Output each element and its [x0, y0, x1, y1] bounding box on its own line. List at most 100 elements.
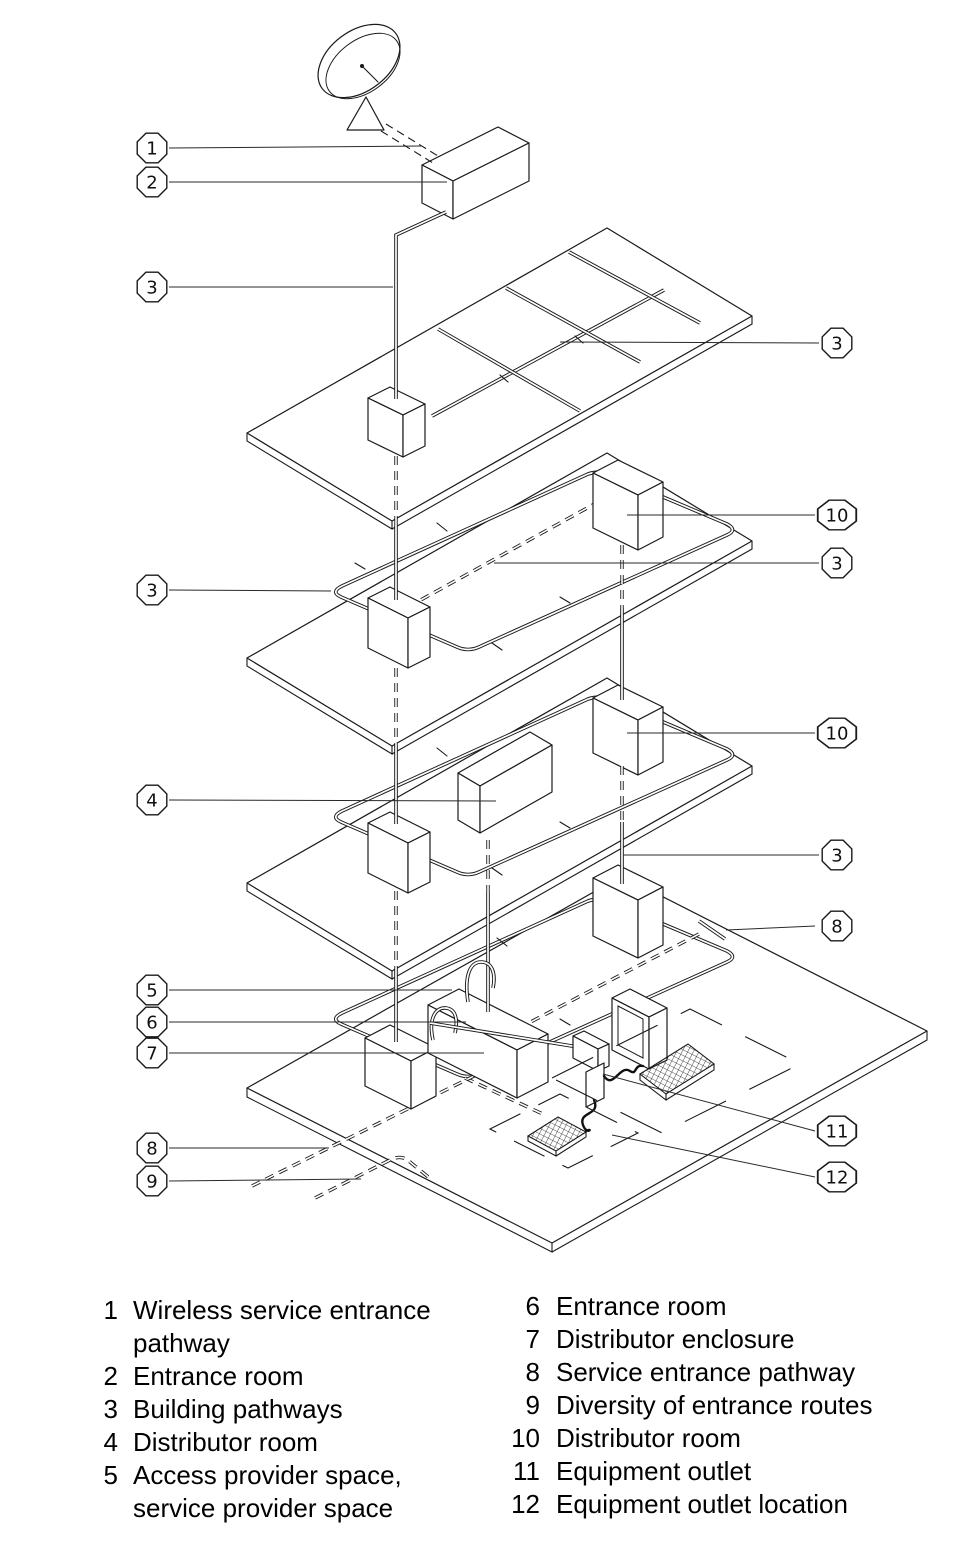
legend-number: 7: [525, 1324, 540, 1354]
pathway-box-ground-right: [592, 864, 664, 959]
floor-slab-2: [246, 452, 753, 755]
legend-item-9: 9 Diversity of entrance routes: [500, 1389, 976, 1422]
callout-11: 11: [816, 1115, 858, 1147]
callout-1: 1: [136, 132, 168, 164]
antenna-stand: [346, 96, 385, 131]
legend-item-10: 10 Distributor room: [500, 1422, 976, 1455]
pathway-box-floor3-left: [367, 811, 431, 894]
entrance-room-top-box: [421, 126, 530, 220]
callout-8-entry: 8: [821, 910, 853, 942]
distributor-room-box-floor2: [592, 459, 664, 551]
patch-cable-1: [602, 1064, 645, 1082]
legend-label: Wireless service entrance pathway: [133, 1295, 431, 1358]
legend-label: Equipment outlet location: [556, 1489, 848, 1519]
wireless-entrance-pathway: [380, 123, 439, 164]
leader-lines: [168, 145, 820, 1182]
legend-item-3: 3 Building pathways: [92, 1393, 433, 1426]
svg-text:10: 10: [826, 506, 849, 527]
computer-monitor: [611, 988, 668, 1070]
satellite-dish: [317, 23, 401, 131]
building-pathways-floor2-ring: [333, 470, 735, 652]
legend-label: Distributor room: [133, 1427, 318, 1457]
legend-item-11: 11 Equipment outlet: [500, 1455, 976, 1488]
isometric-building-diagram: 1 2 3 3 4 5 6 7 8 9 3 10: [136, 23, 928, 1253]
legend-label: Building pathways: [133, 1394, 343, 1424]
legend-number: 2: [103, 1361, 118, 1391]
legend-label: Entrance room: [556, 1291, 727, 1321]
entrance-room-ground-box: [427, 988, 549, 1099]
svg-text:3: 3: [831, 554, 842, 575]
svg-text:3: 3: [146, 581, 157, 602]
svg-text:10: 10: [826, 724, 849, 745]
svg-text:3: 3: [831, 846, 842, 867]
svg-text:11: 11: [826, 1122, 849, 1143]
legend-number: 9: [525, 1390, 540, 1420]
svg-text:5: 5: [146, 981, 157, 1002]
legend-item-1: 1 Wireless service entrance pathway: [92, 1294, 433, 1360]
svg-text:9: 9: [146, 1172, 157, 1193]
callout-10-floor2: 10: [816, 499, 858, 531]
keyboard-2: [526, 1116, 588, 1157]
legend-item-7: 7 Distributor enclosure: [500, 1323, 976, 1356]
monitor-screen: [617, 1005, 644, 1059]
callout-10-floor3: 10: [816, 717, 858, 749]
svg-text:2: 2: [146, 173, 157, 194]
distributor-room-box-floor3-right: [592, 684, 664, 776]
callout-3-floor1: 3: [821, 327, 853, 359]
legend-number: 8: [525, 1357, 540, 1387]
legend-number: 5: [103, 1460, 118, 1490]
callout-5: 5: [136, 974, 168, 1006]
legend-label: Entrance room: [133, 1361, 304, 1391]
callout-3-diagonal: 3: [821, 547, 853, 579]
legend-number: 11: [513, 1456, 540, 1486]
svg-text:8: 8: [146, 1139, 157, 1160]
legend-label: Service entrance pathway: [556, 1357, 856, 1387]
legend-item-12: 12 Equipment outlet location: [500, 1488, 976, 1521]
work-area-outline: [550, 1008, 802, 1134]
legend-label: Distributor enclosure: [556, 1324, 795, 1354]
callout-12: 12: [816, 1161, 858, 1193]
equipment-outlet-location-outline: [488, 1093, 640, 1169]
legend-number: 4: [103, 1427, 118, 1457]
legend-label: Distributor room: [556, 1423, 741, 1453]
callout-2: 2: [136, 166, 168, 198]
equipment-outlet-box: [572, 1030, 610, 1108]
legend-left-column: 1 Wireless service entrance pathway 2 En…: [92, 1294, 433, 1525]
distributor-room-box: [457, 731, 553, 834]
legend-number: 6: [525, 1291, 540, 1321]
legend-label: Diversity of entrance routes: [556, 1390, 873, 1420]
legend-number: 10: [511, 1423, 540, 1453]
legend-number: 12: [511, 1489, 540, 1519]
building-pathways-floor3-ring: [333, 695, 735, 877]
svg-text:12: 12: [826, 1168, 849, 1189]
building-pathways-ground-ring: [333, 897, 735, 1079]
legend-item-6: 6 Entrance room: [500, 1290, 976, 1323]
legend-item-8: 8 Service entrance pathway: [500, 1356, 976, 1389]
svg-text:3: 3: [146, 278, 157, 299]
callout-7: 7: [136, 1037, 168, 1069]
callout-3-riser: 3: [136, 271, 168, 303]
svg-text:6: 6: [146, 1013, 157, 1034]
callout-8-routes: 8: [136, 1132, 168, 1164]
legend-number: 3: [103, 1394, 118, 1424]
svg-text:4: 4: [146, 791, 157, 812]
patch-cable-2: [581, 1098, 597, 1133]
svg-text:7: 7: [146, 1044, 157, 1065]
callout-6: 6: [136, 1006, 168, 1038]
keyboard-1: [639, 1043, 715, 1102]
distributor-enclosure-box: [364, 1024, 437, 1110]
legend-label: Access provider space, service provider …: [133, 1460, 402, 1523]
callout-3-riser-right: 3: [821, 839, 853, 871]
legend-number: 1: [103, 1295, 118, 1325]
svg-text:3: 3: [831, 334, 842, 355]
pathway-box-floor2-left: [367, 586, 431, 669]
legend-right-column: 6 Entrance room 7 Distributor enclosure …: [500, 1290, 976, 1521]
callout-9: 9: [136, 1165, 168, 1197]
callout-3-floor2-ring: 3: [136, 574, 168, 606]
pathway-box-floor1: [367, 386, 426, 458]
legend-item-5: 5 Access provider space, service provide…: [92, 1459, 433, 1525]
floor-slab-top: [246, 227, 753, 530]
diagram-canvas: 1 2 3 3 4 5 6 7 8 9 3 10: [136, 23, 928, 1253]
legend-label: Equipment outlet: [556, 1456, 752, 1486]
